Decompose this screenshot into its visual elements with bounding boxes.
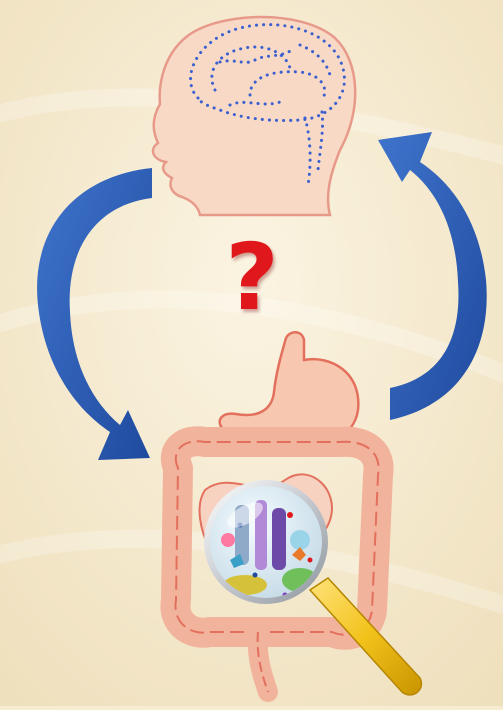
question-mark-icon: ? xyxy=(212,232,292,324)
head-with-brain-icon xyxy=(153,17,355,215)
